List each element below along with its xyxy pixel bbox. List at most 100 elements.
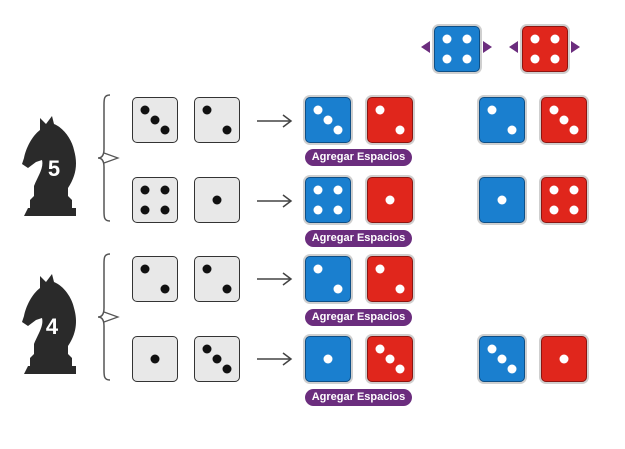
knight-value: 4 (45, 314, 59, 339)
die-pip (385, 195, 395, 205)
die-pip (462, 34, 472, 44)
die-pip (323, 354, 333, 364)
die-pip (487, 105, 497, 115)
right-arrow-icon (571, 41, 580, 53)
brace (98, 253, 120, 381)
extra-blue-die (479, 336, 525, 382)
die-pip (212, 354, 222, 364)
die-pip (395, 125, 405, 135)
die-pip (202, 344, 212, 354)
die-pip (160, 205, 170, 215)
rolled-die (132, 177, 178, 223)
die-pip (160, 185, 170, 195)
die-pip (375, 344, 385, 354)
result-red-die (367, 97, 413, 143)
left-arrow-icon (509, 41, 518, 53)
die-pip (507, 125, 517, 135)
die-pip (313, 264, 323, 274)
legend-blue-die (434, 26, 480, 72)
add-spaces-badge: Agregar Espacios (305, 230, 412, 247)
die-pip (140, 185, 150, 195)
extra-red-die (541, 336, 587, 382)
die-pip (313, 185, 323, 195)
die-pip (530, 54, 540, 64)
rolled-die (194, 97, 240, 143)
rolled-die (194, 256, 240, 302)
right-arrow-icon (257, 194, 293, 208)
result-blue-die (305, 256, 351, 302)
die-pip (140, 205, 150, 215)
die-pip (549, 205, 559, 215)
die-pip (160, 284, 170, 294)
knight-value: 5 (47, 156, 61, 181)
add-spaces-badge: Agregar Espacios (305, 309, 412, 326)
extra-red-die (541, 97, 587, 143)
die-pip (569, 185, 579, 195)
die-pip (313, 105, 323, 115)
rolled-die (194, 336, 240, 382)
knight-chess-icon (22, 274, 76, 374)
die-pip (313, 205, 323, 215)
die-pip (150, 115, 160, 125)
knight-chess-icon (22, 116, 76, 216)
die-pip (530, 34, 540, 44)
die-pip (160, 125, 170, 135)
die-pip (497, 354, 507, 364)
die-pip (375, 105, 385, 115)
die-pip (222, 364, 232, 374)
die-pip (202, 264, 212, 274)
die-pip (150, 354, 160, 364)
die-pip (333, 284, 343, 294)
rolled-die (132, 97, 178, 143)
rolled-die (132, 336, 178, 382)
die-pip (487, 344, 497, 354)
die-pip (442, 34, 452, 44)
die-pip (550, 34, 560, 44)
result-red-die (367, 336, 413, 382)
die-pip (212, 195, 222, 205)
die-pip (395, 284, 405, 294)
die-pip (140, 264, 150, 274)
add-spaces-badge: Agregar Espacios (305, 149, 412, 166)
die-pip (559, 115, 569, 125)
die-pip (385, 354, 395, 364)
right-arrow-icon (483, 41, 492, 53)
die-pip (222, 125, 232, 135)
extra-blue-die (479, 97, 525, 143)
result-red-die (367, 177, 413, 223)
add-spaces-badge: Agregar Espacios (305, 389, 412, 406)
right-arrow-icon (257, 114, 293, 128)
right-arrow-icon (257, 352, 293, 366)
left-arrow-icon (421, 41, 430, 53)
result-blue-die (305, 177, 351, 223)
result-red-die (367, 256, 413, 302)
die-pip (323, 115, 333, 125)
die-pip (333, 205, 343, 215)
die-pip (550, 54, 560, 64)
die-pip (569, 125, 579, 135)
die-pip (507, 364, 517, 374)
die-pip (569, 205, 579, 215)
die-pip (202, 105, 212, 115)
extra-blue-die (479, 177, 525, 223)
die-pip (333, 185, 343, 195)
die-pip (549, 105, 559, 115)
die-pip (140, 105, 150, 115)
die-pip (462, 54, 472, 64)
rolled-die (194, 177, 240, 223)
result-blue-die (305, 97, 351, 143)
brace (98, 94, 120, 222)
die-pip (222, 284, 232, 294)
result-blue-die (305, 336, 351, 382)
die-pip (497, 195, 507, 205)
legend-red-die (522, 26, 568, 72)
rolled-die (132, 256, 178, 302)
die-pip (442, 54, 452, 64)
die-pip (375, 264, 385, 274)
die-pip (333, 125, 343, 135)
extra-red-die (541, 177, 587, 223)
die-pip (549, 185, 559, 195)
die-pip (559, 354, 569, 364)
die-pip (395, 364, 405, 374)
right-arrow-icon (257, 272, 293, 286)
